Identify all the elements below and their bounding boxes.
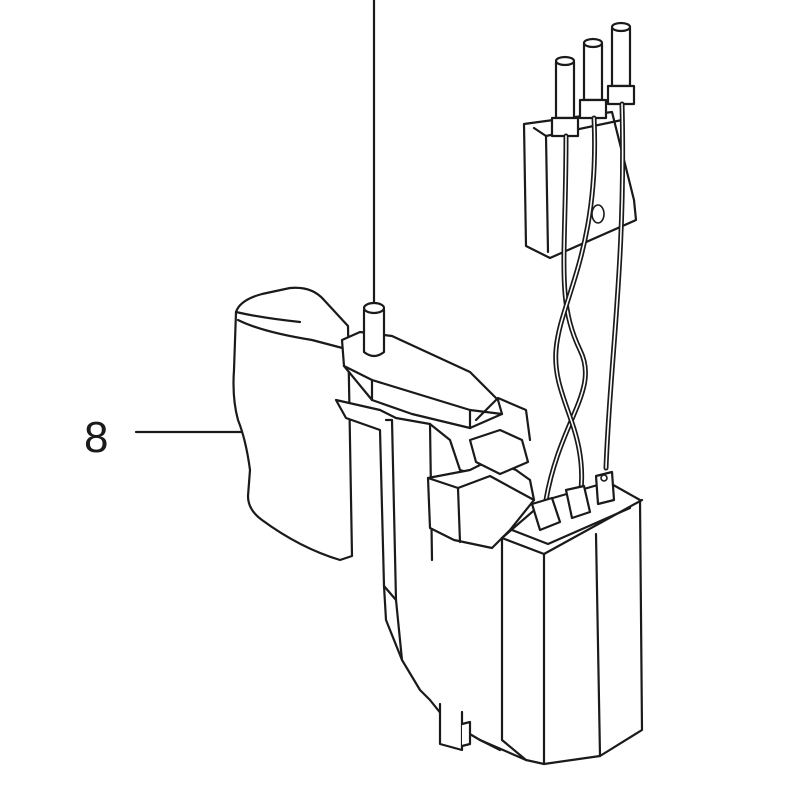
wires bbox=[543, 101, 626, 503]
terminal-housing bbox=[500, 470, 644, 766]
selector-block bbox=[426, 396, 536, 550]
trigger bbox=[232, 286, 354, 562]
bottom-tabs bbox=[438, 702, 502, 752]
terminal-pins bbox=[550, 21, 636, 138]
part-number-label: 8 bbox=[84, 413, 109, 462]
pin bbox=[362, 301, 386, 358]
